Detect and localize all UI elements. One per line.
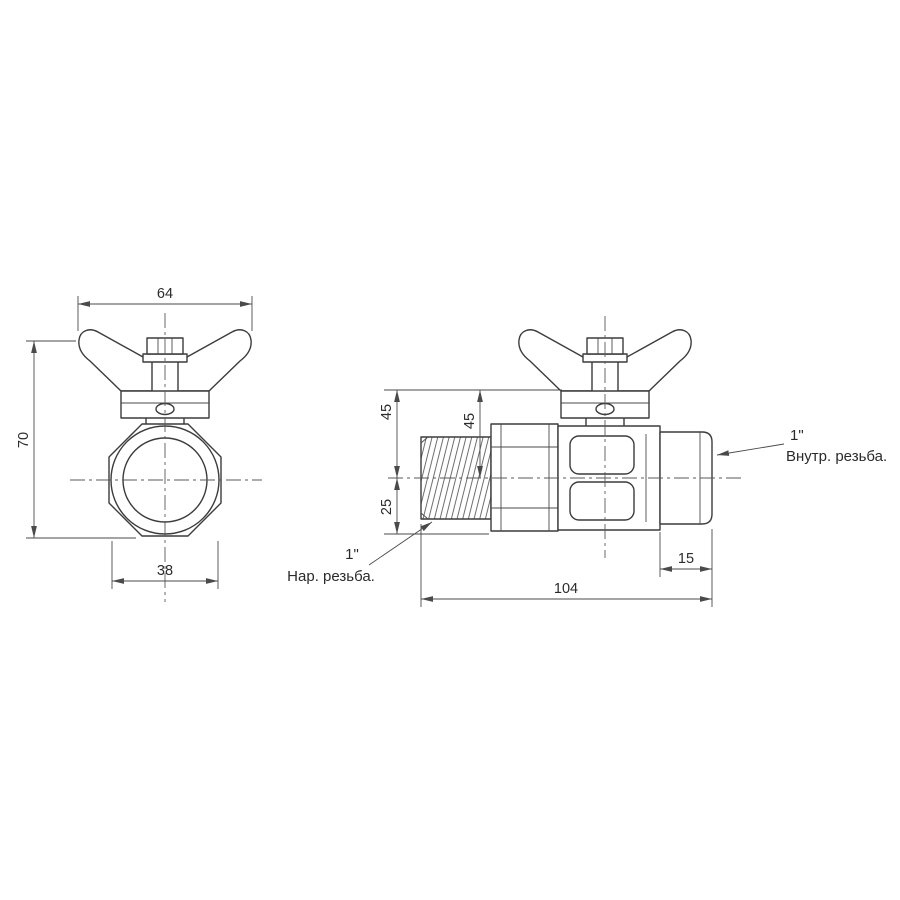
callout-female-thread: 1" Внутр. резьба. xyxy=(716,427,887,465)
callout-male-thread: 1" Нар. резьба. xyxy=(287,521,433,585)
dimension-70: 70 xyxy=(16,340,136,539)
side-view xyxy=(420,329,713,532)
male-thread-label: Нар. резьба. xyxy=(287,568,375,585)
male-thread-size-label: 1" xyxy=(345,546,359,563)
dimension-45-inner: 45 xyxy=(462,390,483,478)
dimension-15: 15 xyxy=(659,532,712,577)
dim-70-label: 70 xyxy=(16,432,32,448)
dim-38-label: 38 xyxy=(157,563,173,579)
dim-45b-label: 45 xyxy=(462,413,478,429)
dimension-38: 38 xyxy=(111,541,219,589)
dimension-104: 104 xyxy=(420,524,713,607)
dimensions: 64 70 38 45 45 xyxy=(16,286,887,607)
female-thread-label: Внутр. резьба. xyxy=(786,448,887,465)
dim-25-label: 25 xyxy=(379,499,395,515)
dimension-45-left: 45 xyxy=(379,389,562,478)
female-thread-size-label: 1" xyxy=(790,427,804,444)
union-nut xyxy=(490,423,559,532)
dimension-64: 64 xyxy=(77,286,253,331)
dimension-25: 25 xyxy=(379,478,489,535)
dim-45a-label: 45 xyxy=(379,404,395,420)
dim-104-label: 104 xyxy=(554,581,578,597)
dim-64-label: 64 xyxy=(157,286,173,302)
centerlines xyxy=(70,313,744,602)
dim-15-label: 15 xyxy=(678,551,694,567)
